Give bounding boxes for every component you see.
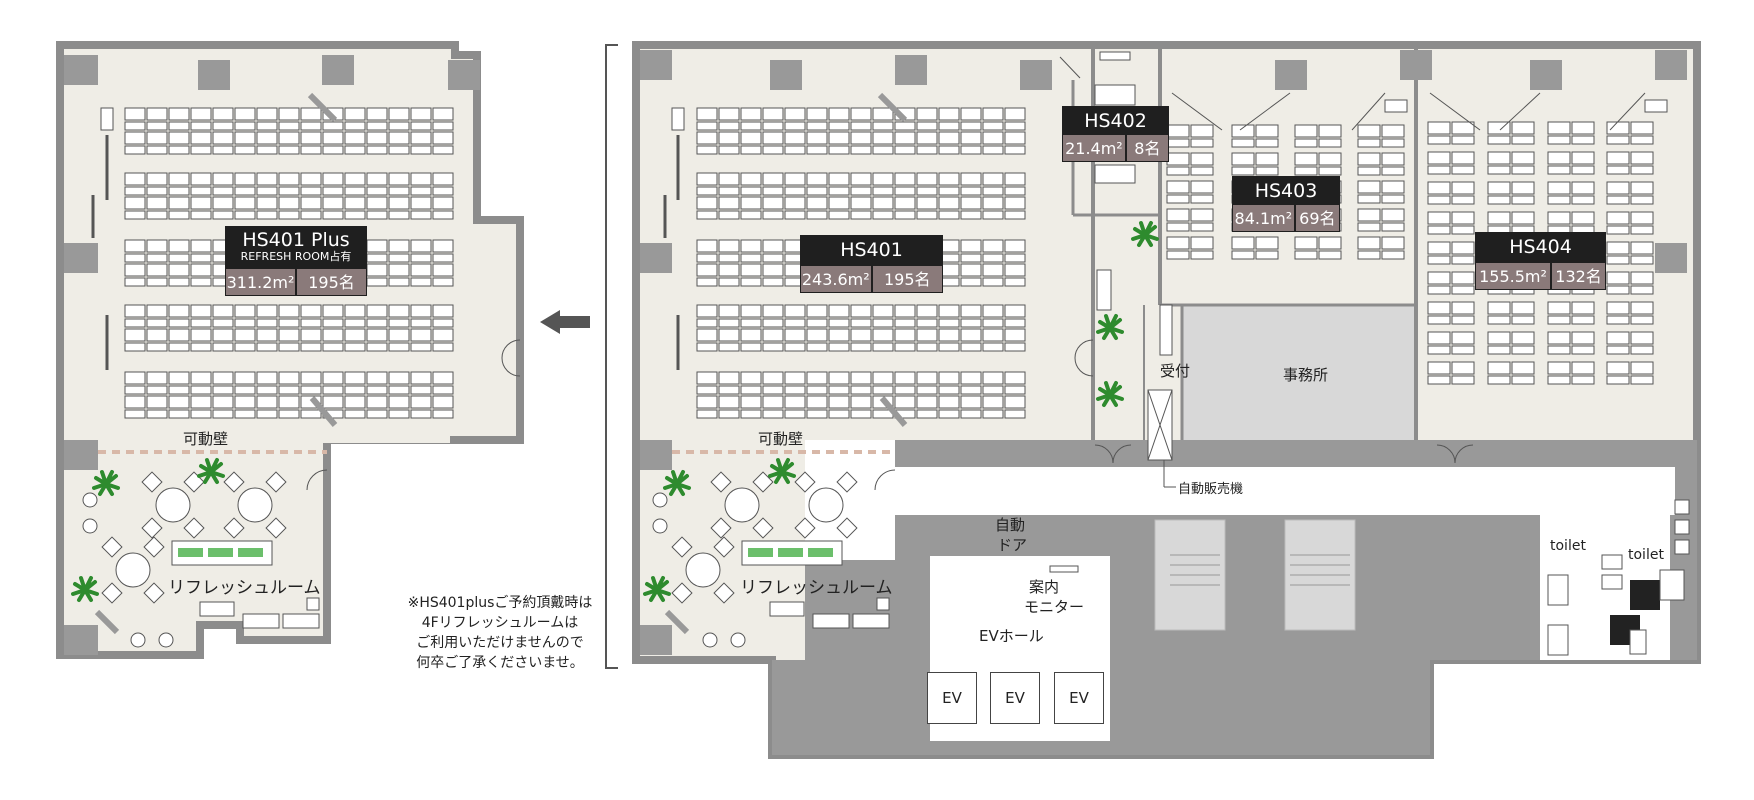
room-hs401-name: HS401 — [800, 235, 943, 265]
ev-2: EV — [990, 672, 1040, 724]
label-auto-door-2: ドア — [997, 536, 1028, 554]
ev-3: EV — [1054, 672, 1104, 724]
label-vending-machine: 自動販売機 — [1178, 482, 1244, 497]
label-office: 事務所 — [1283, 366, 1329, 384]
room-hs403-name: HS403 — [1232, 176, 1340, 206]
room-hs402[interactable]: HS402 21.4m² 8名 — [1062, 106, 1169, 162]
room-hs402-name: HS402 — [1062, 106, 1169, 136]
room-hs401plus-area: 311.2m² — [225, 268, 296, 296]
label-toilet-1: toilet — [1550, 538, 1586, 554]
room-hs402-capacity: 8名 — [1125, 134, 1169, 162]
room-hs401[interactable]: HS401 243.6m² 195名 — [800, 235, 943, 293]
note-line-1: ※HS401plusご予約頂戴時は — [407, 595, 593, 611]
room-hs401-capacity: 195名 — [871, 265, 943, 293]
plan-hs401plus — [56, 41, 524, 659]
reservation-note: ※HS401plusご予約頂戴時は 4Fリフレッシュルームは ご利用いただけませ… — [405, 593, 595, 673]
label-reception: 受付 — [1160, 362, 1191, 380]
note-line-3: ご利用いただけませんので — [416, 635, 584, 651]
room-hs401plus[interactable]: HS401 Plus REFRESH ROOM占有 311.2m² 195名 — [225, 226, 367, 296]
room-hs403-capacity: 69名 — [1294, 204, 1340, 232]
room-hs401plus-name: HS401 Plus — [242, 229, 350, 251]
room-hs404-capacity: 132名 — [1551, 262, 1606, 290]
label-refresh-room-left: リフレッシュルーム — [168, 578, 321, 598]
label-info-1: 案内 — [1029, 578, 1060, 596]
room-hs403-area: 84.1m² — [1232, 204, 1295, 232]
room-hs404-area: 155.5m² — [1475, 262, 1552, 290]
label-movable-wall-left: 可動壁 — [183, 430, 229, 448]
room-hs402-area: 21.4m² — [1062, 134, 1126, 162]
room-hs401plus-capacity: 195名 — [296, 268, 367, 296]
room-hs404-name: HS404 — [1475, 232, 1606, 262]
label-info-2: モニター — [1024, 598, 1085, 616]
label-auto-door-1: 自動 — [995, 516, 1026, 534]
label-ev-hall: EVホール — [979, 627, 1044, 645]
room-hs401plus-sub: REFRESH ROOM占有 — [240, 250, 352, 263]
arrow-icon — [540, 310, 590, 334]
label-toilet-2: toilet — [1628, 547, 1664, 563]
room-hs403[interactable]: HS403 84.1m² 69名 — [1232, 176, 1340, 232]
note-line-2: 4Fリフレッシュルームは — [421, 615, 579, 631]
label-refresh-room-right: リフレッシュルーム — [740, 578, 893, 598]
room-hs401-area: 243.6m² — [800, 265, 872, 293]
note-line-4: 何卒ご了承くださいませ。 — [416, 655, 584, 671]
label-movable-wall-right: 可動壁 — [758, 430, 804, 448]
room-hs404[interactable]: HS404 155.5m² 132名 — [1475, 232, 1606, 290]
ev-1: EV — [927, 672, 977, 724]
